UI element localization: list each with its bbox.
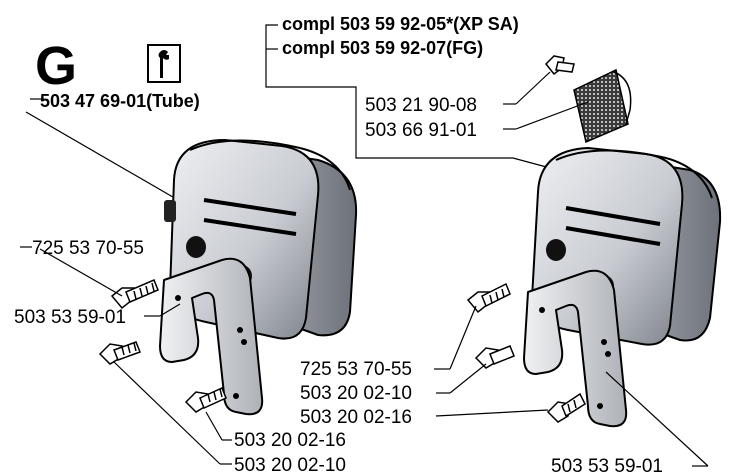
tube-leader-line xyxy=(25,111,186,205)
label-503-53-59-01-right: 503 53 59-01 xyxy=(551,456,663,474)
label-725-53-70-55-left: 725 53 70-55 xyxy=(32,238,144,259)
label-503-20-02-10-left: 503 20 02-10 xyxy=(234,455,346,474)
screw-503-20-02-10-left xyxy=(98,341,141,365)
screw-503-21-90-08 xyxy=(544,55,575,76)
label-503-20-02-10-right: 503 20 02-10 xyxy=(300,383,412,404)
label-503-53-59-01-left: 503 53 59-01 xyxy=(14,307,126,328)
screw-503-20-02-16-left xyxy=(184,386,227,413)
tube-label: 503 47 69-01(Tube) xyxy=(40,91,200,111)
kit-label-xp-sa: compl 503 59 92-05*(XP SA) xyxy=(282,14,519,34)
wrench-icon xyxy=(147,44,181,83)
label-503-66-91-01: 503 66 91-01 xyxy=(365,120,477,141)
screw-725-53-70-55-right xyxy=(466,282,511,314)
right-spark-arrestor-plate xyxy=(523,269,628,428)
label-503-20-02-16-left: 503 20 02-16 xyxy=(234,430,346,451)
screw-503-20-02-16-right xyxy=(546,392,586,423)
right-muffler xyxy=(530,147,722,346)
left-spark-arrestor-plate xyxy=(159,257,264,416)
kit-label-fg: compl 503 59 92-07(FG) xyxy=(282,38,483,58)
label-503-21-90-08: 503 21 90-08 xyxy=(365,95,477,116)
label-725-53-70-55-right: 725 53 70-55 xyxy=(300,359,412,380)
spark-arrestor-screen xyxy=(573,68,632,144)
screw-503-20-02-10-right xyxy=(474,345,515,369)
label-503-20-02-16-right: 503 20 02-16 xyxy=(300,407,412,428)
section-letter: G xyxy=(35,36,77,96)
kit-bracket xyxy=(265,24,566,173)
